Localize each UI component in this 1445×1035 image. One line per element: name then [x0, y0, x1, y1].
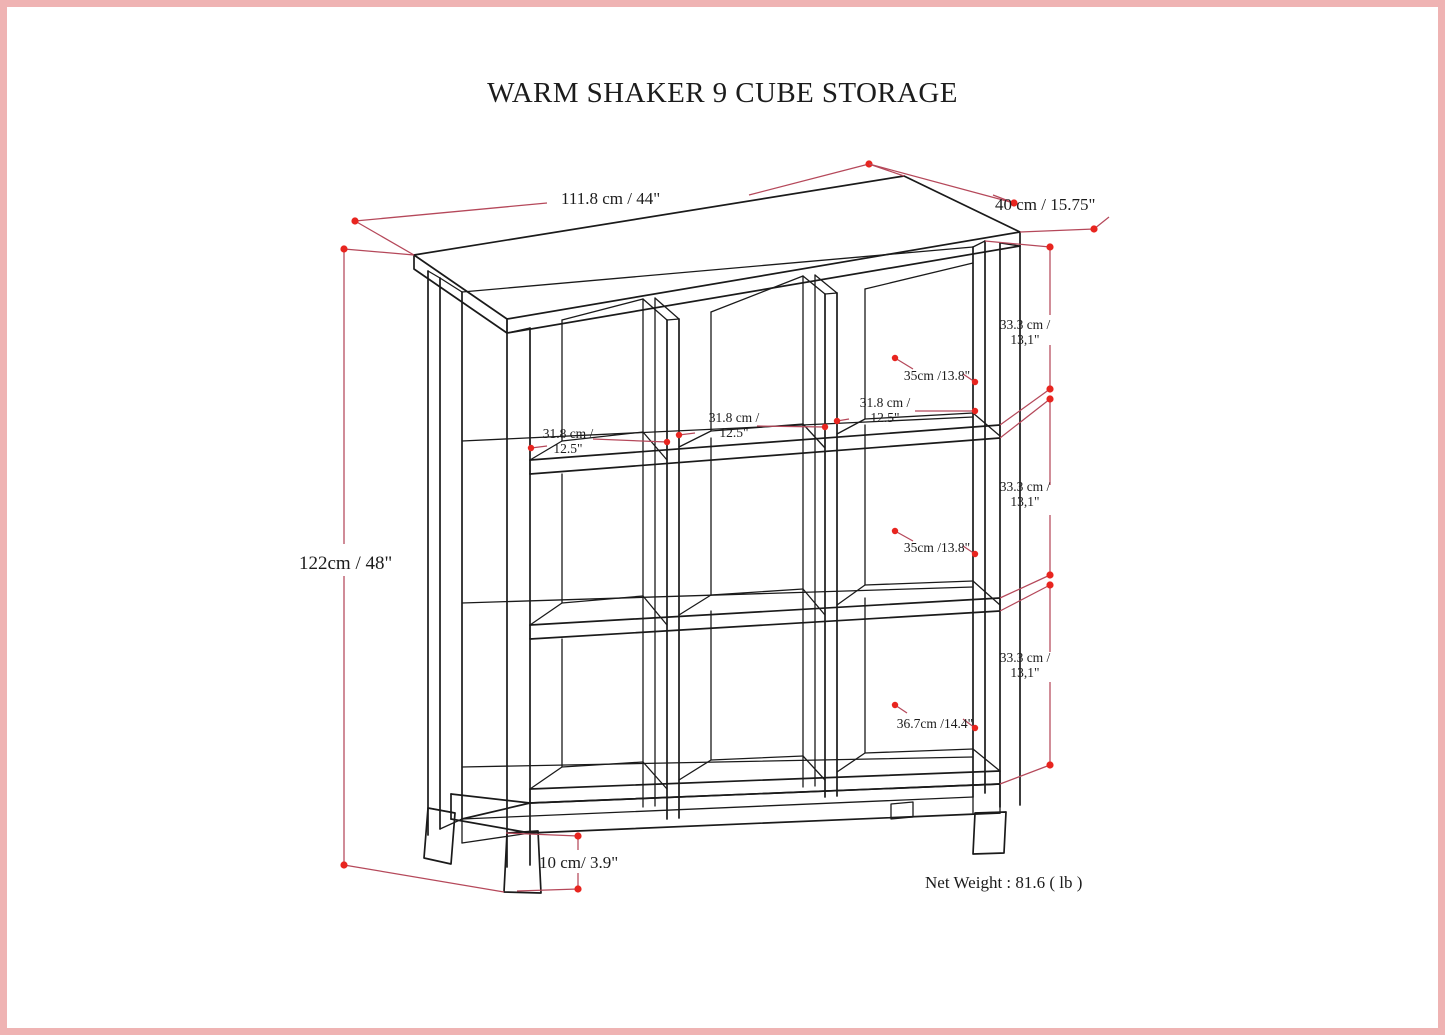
dimension-label-shelf-height-2-line2: 13,1"	[1010, 494, 1039, 509]
dimension-cube-width-2: 31.8 cm / 12.5"	[675, 410, 829, 440]
dimension-label-cube-width-2-line2: 12.5"	[719, 425, 748, 440]
dimension-label-shelf-height-2-line1: 33.3 cm /	[1000, 479, 1051, 494]
left-side-panel	[427, 270, 463, 836]
cube-interiors-row3	[529, 597, 1001, 790]
dimension-label-cube-width-3-line1: 31.8 cm /	[860, 395, 911, 410]
dimension-cube-width-3: 31.8 cm / 12.5"	[833, 395, 979, 425]
cube-interiors-row2	[529, 424, 1001, 626]
dimension-overall-depth: 40 cm / 15.75"	[868, 163, 1110, 233]
dimension-label-cube-width-1-line2: 12.5"	[553, 441, 582, 456]
dimension-label-cube-depth-3: 36.7cm /14.4"	[897, 716, 973, 731]
bookcase-illustration	[413, 175, 1021, 894]
dimension-label-cube-depth-1: 35cm /13.8"	[904, 368, 970, 383]
shelf-2	[461, 586, 1001, 640]
left-front-post	[506, 327, 531, 868]
right-front-post	[999, 242, 1021, 808]
dimension-cube-width-1: 31.8 cm / 12.5"	[527, 426, 671, 456]
page-title: WARM SHAKER 9 CUBE STORAGE	[487, 77, 958, 109]
dimension-label-cube-width-1-line1: 31.8 cm /	[543, 426, 594, 441]
base-rail	[450, 783, 1001, 844]
dimension-label-shelf-height-3-line2: 13,1"	[1010, 665, 1039, 680]
dimension-label-shelf-height-1-line1: 33.3 cm /	[1000, 317, 1051, 332]
dimension-cube-depth-3: 36.7cm /14.4"	[891, 701, 979, 732]
divider-right	[802, 274, 838, 798]
dimension-label-overall-height: 122cm / 48"	[299, 553, 392, 574]
cube-top-back-mid	[710, 275, 804, 313]
right-back-post	[972, 240, 986, 798]
leg-front-left	[503, 830, 542, 894]
cube-interiors-row1	[529, 288, 1001, 461]
net-weight-label: Net Weight : 81.6 ( lb )	[925, 873, 1083, 892]
product-dimension-drawing: .pl { fill:none; stroke:#1a1a1a; stroke-…	[299, 160, 1110, 894]
back-bottom-edge	[461, 796, 974, 820]
leg-back-left	[423, 807, 456, 865]
back-top-edge	[461, 246, 974, 293]
dimension-cube-depth-2: 35cm /13.8"	[891, 527, 979, 558]
cube-top-back-right	[864, 262, 974, 290]
dimension-label-cube-width-2-line1: 31.8 cm /	[709, 410, 760, 425]
dimension-label-overall-width: 111.8 cm / 44"	[561, 189, 660, 208]
dimension-overall-height: 122cm / 48"	[299, 245, 505, 893]
divider-left	[642, 297, 680, 820]
dimension-overall-width: 111.8 cm / 44"	[351, 160, 905, 256]
dimension-shelf-height-1: 33.3 cm / 13,1"	[984, 240, 1054, 426]
leg-front-right	[972, 811, 1007, 855]
dimension-label-cube-width-3-line2: 12.5"	[870, 410, 899, 425]
dimension-shelf-height-3: 33.3 cm / 13,1"	[1000, 581, 1054, 785]
dimension-cube-depth-1: 35cm /13.8"	[891, 354, 979, 386]
dimension-label-cube-depth-2: 35cm /13.8"	[904, 540, 970, 555]
cube-top-back-left	[561, 298, 644, 321]
dimension-label-shelf-height-1-line2: 13,1"	[1010, 332, 1039, 347]
dimension-label-overall-depth: 40 cm / 15.75"	[995, 195, 1095, 214]
dimension-leg-height: 10 cm/ 3.9"	[505, 832, 618, 893]
dimension-label-leg-height: 10 cm/ 3.9"	[539, 853, 618, 872]
dimension-shelf-height-2: 33.3 cm / 13,1"	[999, 395, 1054, 599]
dimension-label-shelf-height-3-line1: 33.3 cm /	[1000, 650, 1051, 665]
